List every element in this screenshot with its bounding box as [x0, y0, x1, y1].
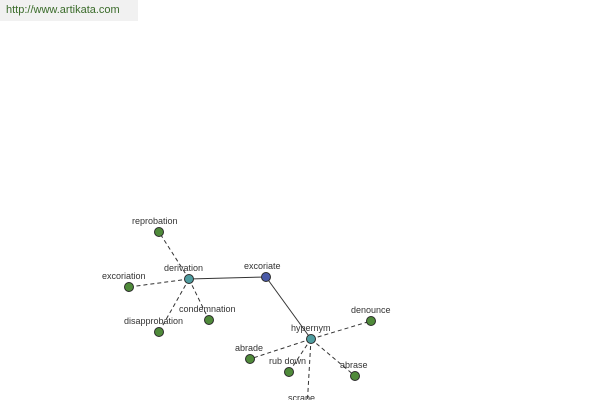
node-label-excoriation[interactable]: excoriation [102, 271, 146, 281]
node-label-reprobation[interactable]: reprobation [132, 216, 178, 226]
node-label-derivation[interactable]: derivation [164, 263, 203, 273]
node-label-hypernym[interactable]: hypernym [291, 323, 331, 333]
site-url[interactable]: http://www.artikata.com [0, 0, 138, 21]
graph-edges [128, 231, 372, 400]
node-reprobation[interactable] [154, 227, 164, 237]
node-label-disapprobation[interactable]: disapprobation [124, 316, 183, 326]
edge-hypernym-scrape [306, 338, 312, 400]
node-label-scrape[interactable]: scrape [288, 393, 315, 400]
node-label-rub-down[interactable]: rub down [269, 356, 306, 366]
node-label-denounce[interactable]: denounce [351, 305, 391, 315]
edge-derivation-condemnation [188, 278, 210, 321]
node-disapprobation[interactable] [154, 327, 164, 337]
node-derivation[interactable] [184, 274, 194, 284]
node-abrase[interactable] [350, 371, 360, 381]
node-label-abrade[interactable]: abrade [235, 343, 263, 353]
node-rub-down[interactable] [284, 367, 294, 377]
node-condemnation[interactable] [204, 315, 214, 325]
node-abrade[interactable] [245, 354, 255, 364]
graph-nodes [124, 227, 376, 381]
graph-labels: excoriate derivation hypernym reprobation ex… [102, 216, 391, 400]
node-excoriation[interactable] [124, 282, 134, 292]
node-label-abrase[interactable]: abrase [340, 360, 368, 370]
edge-derivation-reprobation [158, 231, 190, 280]
edge-hypernym-abrade [249, 338, 312, 360]
node-hypernym[interactable] [306, 334, 316, 344]
node-label-condemnation[interactable]: condemnation [179, 304, 236, 314]
edge-hypernym-denounce [310, 320, 372, 340]
edge-hypernym-abrase [310, 338, 356, 377]
edge-excoriate-hypernym [265, 276, 312, 340]
node-excoriate[interactable] [261, 272, 271, 282]
node-denounce[interactable] [366, 316, 376, 326]
edge-excoriate-derivation [188, 276, 267, 280]
edge-derivation-disapprobation [158, 278, 190, 333]
node-label-excoriate[interactable]: excoriate [244, 261, 281, 271]
edge-derivation-excoriation [128, 278, 190, 288]
